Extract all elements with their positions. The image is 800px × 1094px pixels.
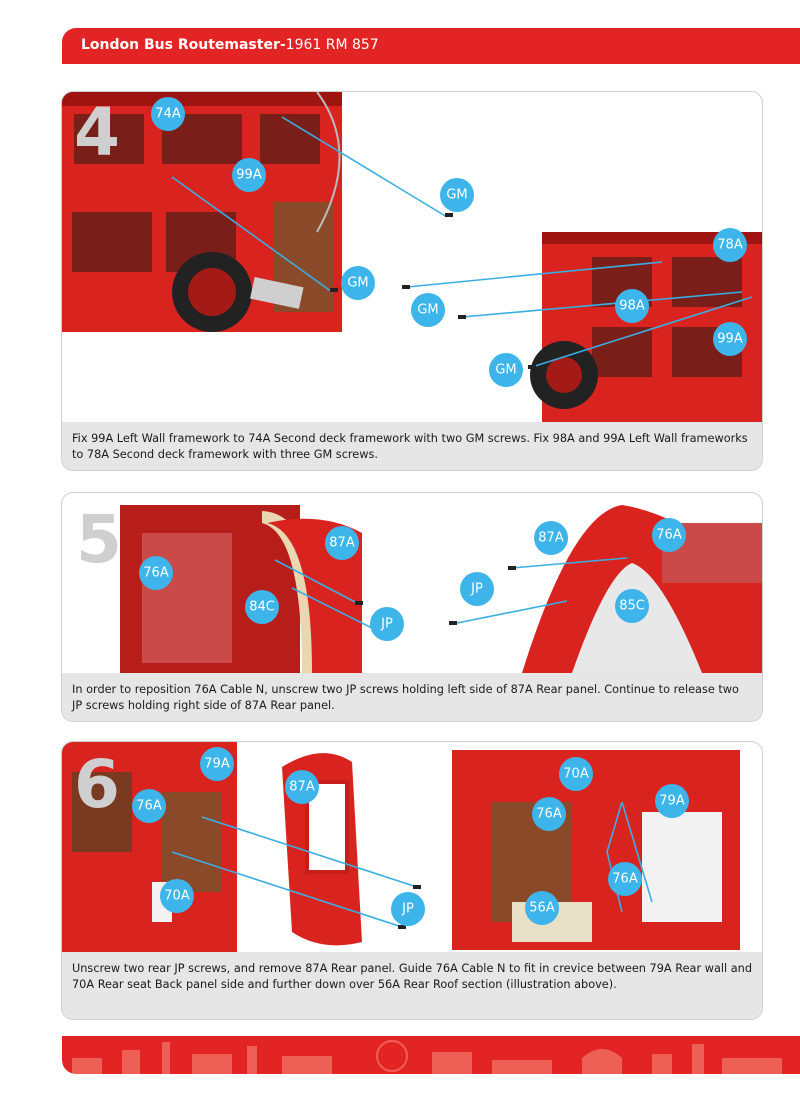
- svg-text:GM: GM: [446, 188, 467, 203]
- label-84c: 84C: [245, 590, 279, 624]
- svg-text:79A: 79A: [659, 794, 685, 809]
- label-70a: 70A: [559, 757, 593, 791]
- step-4-illustration: 74A 99A GM GM GM GM 78A 98A 99A: [62, 92, 762, 422]
- label-76a: 76A: [532, 797, 566, 831]
- label-jp: JP: [370, 607, 404, 641]
- svg-text:74A: 74A: [155, 107, 181, 122]
- step-4-panel: 74A 99A GM GM GM GM 78A 98A 99A 4 Fix 99…: [61, 91, 763, 471]
- label-jp: JP: [391, 892, 425, 926]
- step-number: 6: [74, 752, 120, 818]
- london-skyline-icon: [62, 1036, 800, 1074]
- label-gm: GM: [440, 178, 474, 212]
- svg-text:JP: JP: [470, 582, 483, 597]
- svg-text:87A: 87A: [289, 780, 315, 795]
- svg-text:78A: 78A: [717, 238, 743, 253]
- step-caption: Unscrew two rear JP screws, and remove 8…: [62, 952, 762, 1019]
- step-number: 5: [76, 507, 122, 573]
- step-5-panel: 87A 76A 84C JP 87A 76A JP 85C 5 In order…: [61, 492, 763, 722]
- step-6-panel: 79A 76A 70A 87A JP 70A 76A 79A 76A 56A 6…: [61, 741, 763, 1020]
- caption-text: Fix 99A Left Wall framework to 74A Secon…: [62, 422, 762, 462]
- label-74a: 74A: [151, 97, 185, 131]
- title-bold: London Bus Routemaster-: [81, 37, 286, 53]
- label-85c: 85C: [615, 589, 649, 623]
- svg-text:76A: 76A: [143, 566, 169, 581]
- svg-text:GM: GM: [417, 303, 438, 318]
- svg-text:GM: GM: [495, 363, 516, 378]
- page-header: London Bus Routemaster-1961 RM 857: [62, 28, 800, 64]
- label-jp: JP: [460, 572, 494, 606]
- svg-text:99A: 99A: [236, 168, 262, 183]
- step-caption: In order to reposition 76A Cable N, unsc…: [62, 673, 762, 721]
- label-gm: GM: [341, 266, 375, 300]
- step-6-illustration: 79A 76A 70A 87A JP 70A 76A 79A 76A 56A: [62, 742, 762, 952]
- svg-text:70A: 70A: [164, 889, 190, 904]
- label-70a: 70A: [160, 879, 194, 913]
- svg-text:70A: 70A: [563, 767, 589, 782]
- label-76a: 76A: [139, 556, 173, 590]
- svg-text:99A: 99A: [717, 332, 743, 347]
- step-number: 4: [74, 100, 120, 166]
- label-78a: 78A: [713, 228, 747, 262]
- svg-text:76A: 76A: [536, 807, 562, 822]
- label-56a: 56A: [525, 891, 559, 925]
- step-5-illustration: 87A 76A 84C JP 87A 76A JP 85C: [62, 493, 762, 673]
- step-caption: Fix 99A Left Wall framework to 74A Secon…: [62, 422, 762, 470]
- label-87a: 87A: [285, 770, 319, 804]
- label-76a: 76A: [608, 862, 642, 896]
- svg-text:76A: 76A: [656, 528, 682, 543]
- svg-text:56A: 56A: [529, 901, 555, 916]
- svg-text:JP: JP: [380, 617, 393, 632]
- title-rest: 1961 RM 857: [286, 37, 379, 53]
- svg-text:85C: 85C: [619, 599, 645, 614]
- label-76a: 76A: [132, 789, 166, 823]
- svg-text:98A: 98A: [619, 299, 645, 314]
- label-87a: 87A: [534, 521, 568, 555]
- page-title: London Bus Routemaster-1961 RM 857: [81, 37, 379, 53]
- caption-text: Unscrew two rear JP screws, and remove 8…: [62, 952, 762, 992]
- label-99a: 99A: [713, 322, 747, 356]
- svg-text:JP: JP: [401, 902, 414, 917]
- label-gm: GM: [411, 293, 445, 327]
- label-99a: 99A: [232, 158, 266, 192]
- svg-text:76A: 76A: [136, 799, 162, 814]
- svg-text:79A: 79A: [204, 757, 230, 772]
- svg-text:76A: 76A: [612, 872, 638, 887]
- label-98a: 98A: [615, 289, 649, 323]
- label-87a: 87A: [325, 526, 359, 560]
- label-79a: 79A: [200, 747, 234, 781]
- footer-skyline-banner: [62, 1036, 800, 1074]
- svg-text:84C: 84C: [249, 600, 275, 615]
- svg-text:87A: 87A: [329, 536, 355, 551]
- svg-text:GM: GM: [347, 276, 368, 291]
- label-gm: GM: [489, 353, 523, 387]
- label-76a: 76A: [652, 518, 686, 552]
- label-79a: 79A: [655, 784, 689, 818]
- caption-text: In order to reposition 76A Cable N, unsc…: [62, 673, 762, 713]
- svg-text:87A: 87A: [538, 531, 564, 546]
